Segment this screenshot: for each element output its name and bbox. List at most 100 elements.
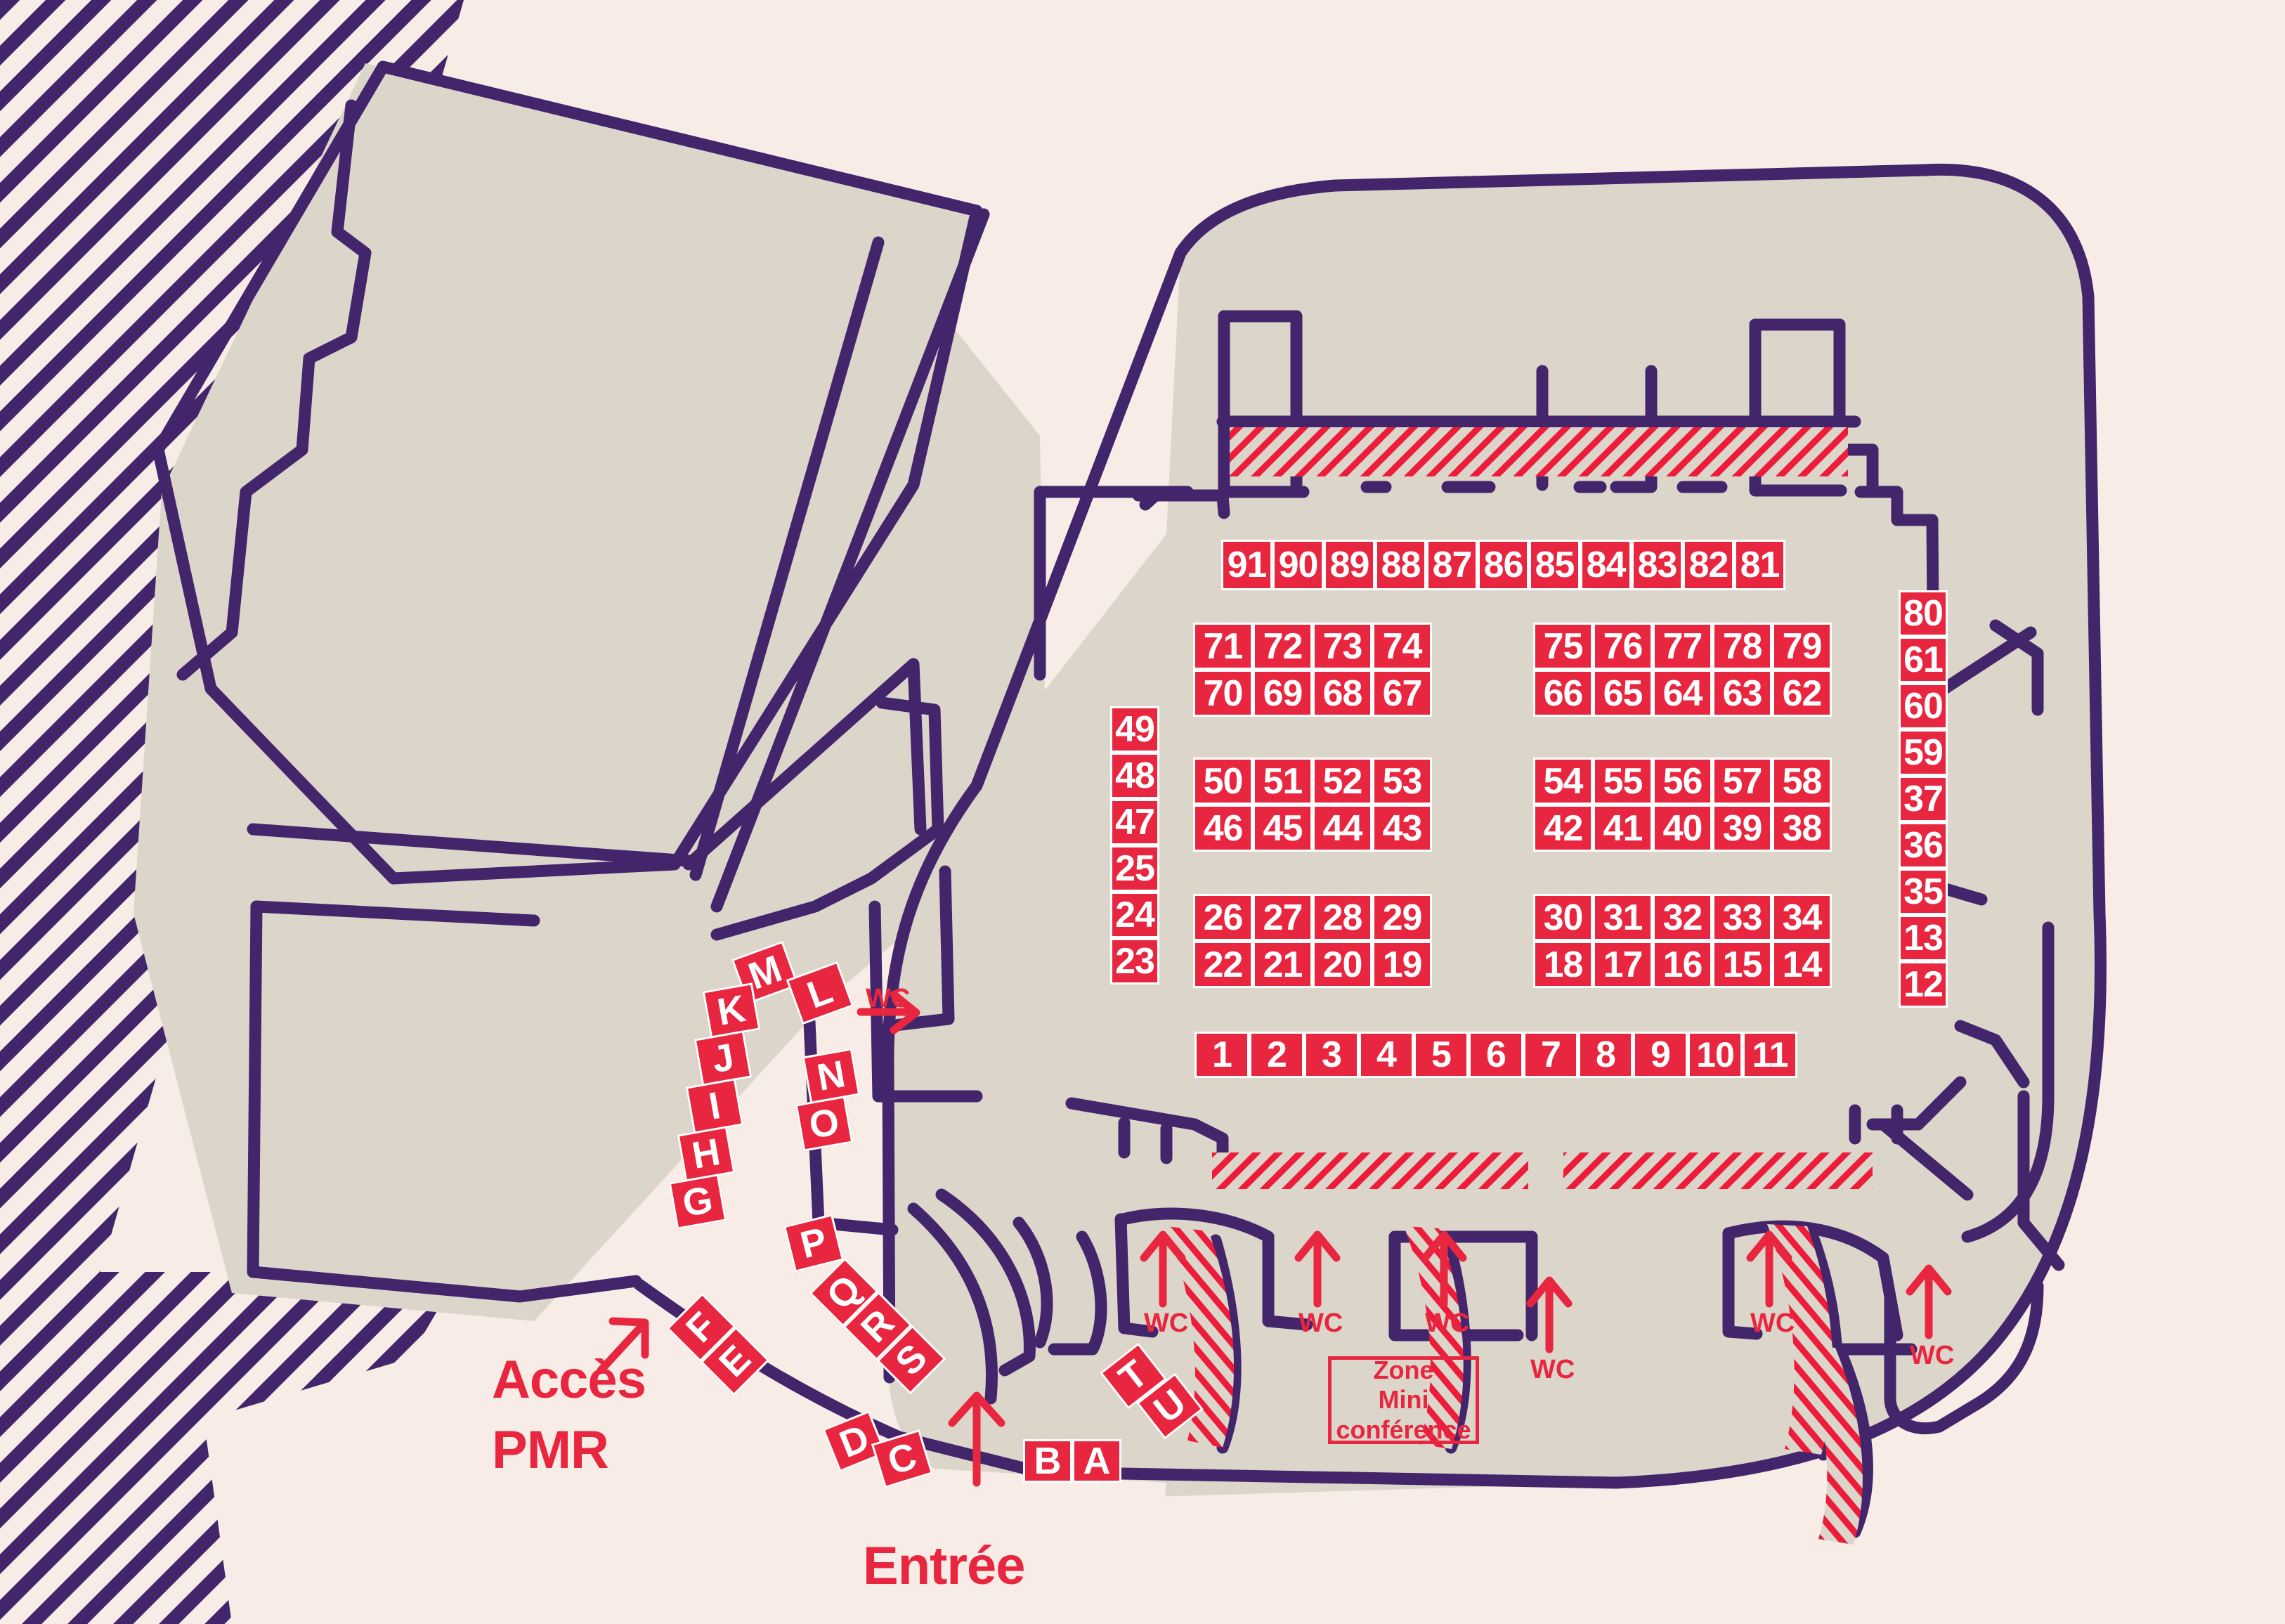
booth-50[interactable]: 50 <box>1193 758 1253 805</box>
booth-67[interactable]: 67 <box>1372 670 1432 717</box>
booth-32[interactable]: 32 <box>1653 894 1712 941</box>
booth-38[interactable]: 38 <box>1772 805 1832 852</box>
booth-G[interactable]: G <box>668 1174 727 1230</box>
booth-13[interactable]: 13 <box>1899 915 1948 961</box>
booth-9[interactable]: 9 <box>1633 1032 1688 1078</box>
booth-81[interactable]: 81 <box>1734 540 1785 590</box>
booth-87[interactable]: 87 <box>1426 540 1478 590</box>
booth-35[interactable]: 35 <box>1899 869 1948 915</box>
booth-28[interactable]: 28 <box>1313 894 1372 941</box>
booth-7[interactable]: 7 <box>1523 1032 1578 1078</box>
booth-29[interactable]: 29 <box>1372 894 1432 941</box>
booth-61[interactable]: 61 <box>1899 637 1948 683</box>
booth-63[interactable]: 63 <box>1712 670 1772 717</box>
booth-56[interactable]: 56 <box>1653 758 1712 805</box>
booth-4[interactable]: 4 <box>1359 1032 1414 1078</box>
booth-20[interactable]: 20 <box>1313 941 1372 988</box>
booth-48[interactable]: 48 <box>1110 753 1159 799</box>
booth-89[interactable]: 89 <box>1324 540 1375 590</box>
booth-18[interactable]: 18 <box>1533 941 1593 988</box>
booth-45[interactable]: 45 <box>1253 805 1313 852</box>
booth-8[interactable]: 8 <box>1578 1032 1633 1078</box>
booth-33[interactable]: 33 <box>1712 894 1772 941</box>
booth-77[interactable]: 77 <box>1653 623 1712 670</box>
booth-J[interactable]: J <box>694 1030 753 1086</box>
booth-17[interactable]: 17 <box>1593 941 1653 988</box>
booth-46[interactable]: 46 <box>1193 805 1253 852</box>
booth-73[interactable]: 73 <box>1313 623 1372 670</box>
booth-B[interactable]: B <box>1023 1439 1072 1483</box>
booth-19[interactable]: 19 <box>1372 941 1432 988</box>
booth-82[interactable]: 82 <box>1683 540 1734 590</box>
booth-14[interactable]: 14 <box>1772 941 1832 988</box>
booth-80[interactable]: 80 <box>1899 590 1948 637</box>
booth-43[interactable]: 43 <box>1372 805 1432 852</box>
booth-H[interactable]: H <box>677 1126 736 1182</box>
booth-A[interactable]: A <box>1072 1439 1121 1483</box>
booth-21[interactable]: 21 <box>1253 941 1313 988</box>
booth-71[interactable]: 71 <box>1193 623 1253 670</box>
booth-26[interactable]: 26 <box>1193 894 1253 941</box>
booth-11[interactable]: 11 <box>1743 1032 1797 1078</box>
booth-79[interactable]: 79 <box>1772 623 1832 670</box>
mini-conference-zone[interactable]: Zone Mini conférence <box>1328 1356 1479 1444</box>
booth-K[interactable]: K <box>702 982 761 1039</box>
booth-55[interactable]: 55 <box>1593 758 1653 805</box>
booth-24[interactable]: 24 <box>1110 892 1159 938</box>
booth-47[interactable]: 47 <box>1110 799 1159 845</box>
booth-51[interactable]: 51 <box>1253 758 1313 805</box>
booth-64[interactable]: 64 <box>1653 670 1712 717</box>
booth-86[interactable]: 86 <box>1478 540 1529 590</box>
booth-12[interactable]: 12 <box>1899 961 1948 1008</box>
booth-85[interactable]: 85 <box>1529 540 1580 590</box>
booth-83[interactable]: 83 <box>1632 540 1683 590</box>
booth-1[interactable]: 1 <box>1194 1032 1249 1078</box>
booth-75[interactable]: 75 <box>1533 623 1593 670</box>
booth-36[interactable]: 36 <box>1899 822 1948 869</box>
booth-6[interactable]: 6 <box>1469 1032 1523 1078</box>
booth-30[interactable]: 30 <box>1533 894 1593 941</box>
booth-37[interactable]: 37 <box>1899 776 1948 822</box>
booth-70[interactable]: 70 <box>1193 670 1253 717</box>
booth-88[interactable]: 88 <box>1375 540 1426 590</box>
booth-49[interactable]: 49 <box>1110 706 1159 753</box>
booth-39[interactable]: 39 <box>1712 805 1772 852</box>
booth-68[interactable]: 68 <box>1313 670 1372 717</box>
booth-53[interactable]: 53 <box>1372 758 1432 805</box>
booth-76[interactable]: 76 <box>1593 623 1653 670</box>
booth-91[interactable]: 91 <box>1221 540 1272 590</box>
booth-5[interactable]: 5 <box>1414 1032 1469 1078</box>
booth-84[interactable]: 84 <box>1580 540 1632 590</box>
booth-41[interactable]: 41 <box>1593 805 1653 852</box>
booth-52[interactable]: 52 <box>1313 758 1372 805</box>
booth-44[interactable]: 44 <box>1313 805 1372 852</box>
booth-66[interactable]: 66 <box>1533 670 1593 717</box>
booth-74[interactable]: 74 <box>1372 623 1432 670</box>
booth-22[interactable]: 22 <box>1193 941 1253 988</box>
booth-90[interactable]: 90 <box>1272 540 1324 590</box>
booth-65[interactable]: 65 <box>1593 670 1653 717</box>
booth-62[interactable]: 62 <box>1772 670 1832 717</box>
booth-15[interactable]: 15 <box>1712 941 1772 988</box>
booth-59[interactable]: 59 <box>1899 729 1948 776</box>
booth-N[interactable]: N <box>802 1048 861 1104</box>
booth-69[interactable]: 69 <box>1253 670 1313 717</box>
booth-40[interactable]: 40 <box>1653 805 1712 852</box>
booth-3[interactable]: 3 <box>1304 1032 1359 1078</box>
booth-O[interactable]: O <box>795 1096 854 1152</box>
booth-23[interactable]: 23 <box>1110 938 1159 985</box>
booth-10[interactable]: 10 <box>1688 1032 1743 1078</box>
booth-34[interactable]: 34 <box>1772 894 1832 941</box>
booth-57[interactable]: 57 <box>1712 758 1772 805</box>
booth-25[interactable]: 25 <box>1110 845 1159 892</box>
booth-2[interactable]: 2 <box>1249 1032 1304 1078</box>
booth-58[interactable]: 58 <box>1772 758 1832 805</box>
booth-I[interactable]: I <box>685 1078 744 1134</box>
booth-78[interactable]: 78 <box>1712 623 1772 670</box>
booth-16[interactable]: 16 <box>1653 941 1712 988</box>
booth-72[interactable]: 72 <box>1253 623 1313 670</box>
booth-60[interactable]: 60 <box>1899 683 1948 729</box>
booth-54[interactable]: 54 <box>1533 758 1593 805</box>
booth-31[interactable]: 31 <box>1593 894 1653 941</box>
booth-27[interactable]: 27 <box>1253 894 1313 941</box>
